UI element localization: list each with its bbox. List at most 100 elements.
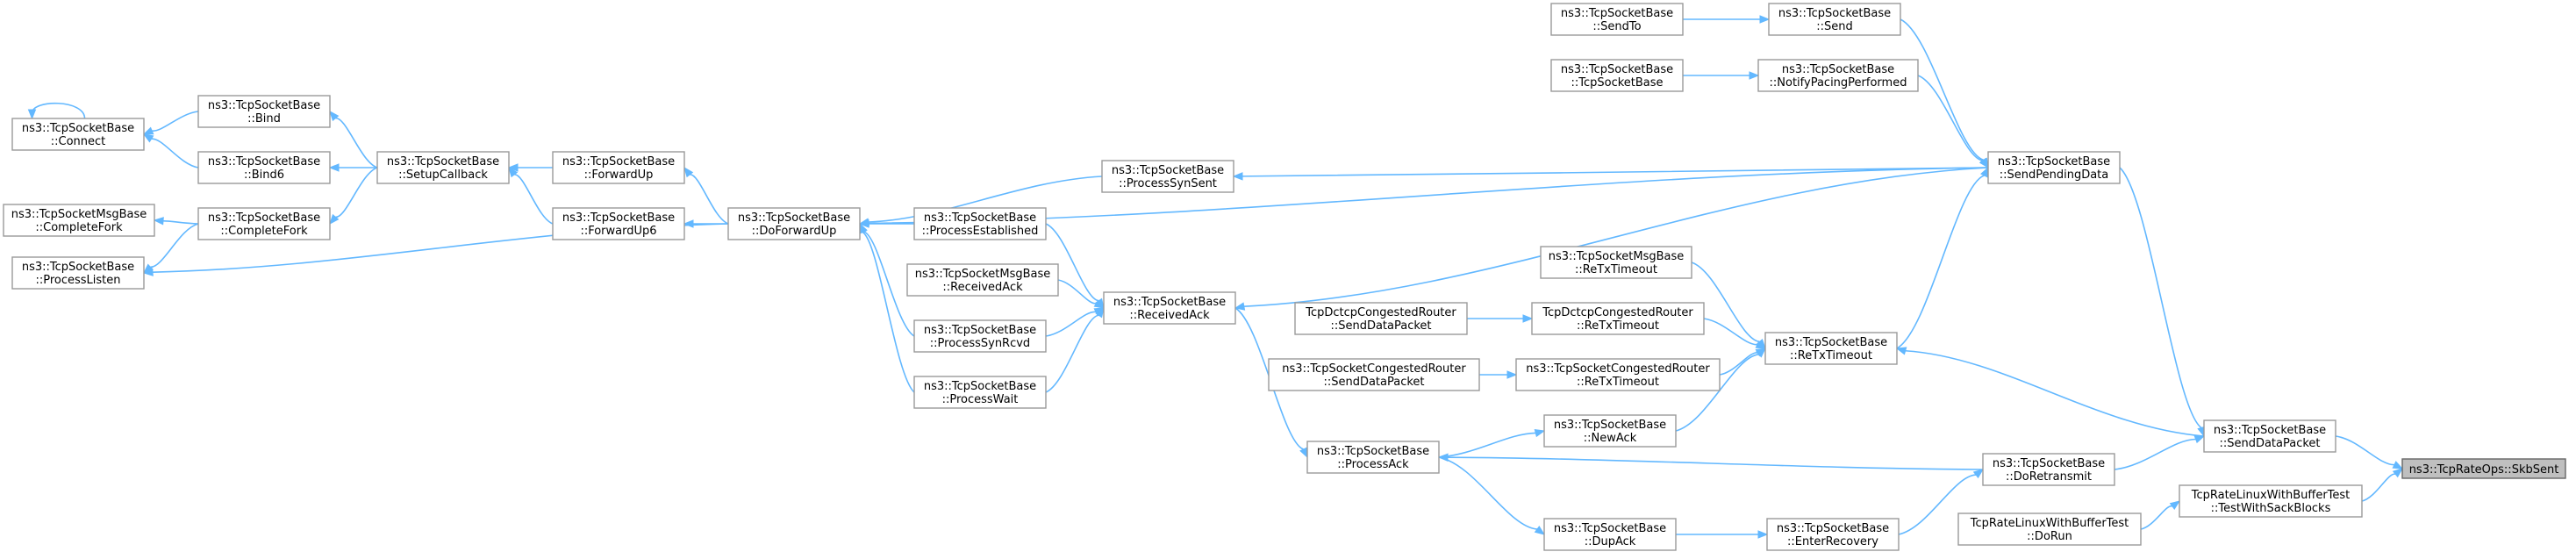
node-processack[interactable]: ns3::TcpSocketBase::ProcessAck	[1306, 441, 1440, 474]
node-label: ::SendPendingData	[2000, 168, 2109, 182]
node-senddatapacket[interactable]: ns3::TcpSocketBase::SendDataPacket	[2203, 419, 2336, 453]
node-testwithsack[interactable]: TcpRateLinuxWithBufferTest::TestWithSack…	[2179, 484, 2363, 518]
edge-line	[1241, 167, 1989, 177]
edge-processack-to-dupack	[1438, 456, 1546, 535]
edge-line	[2119, 167, 2202, 429]
node-sendto[interactable]: ns3::TcpSocketBase::SendTo	[1550, 3, 1684, 36]
edge-tcpsb-to-notifypacing	[1682, 71, 1760, 80]
node-label: TcpDctcpCongestedRouter	[1542, 306, 1693, 319]
node-label: ::ForwardUp	[584, 168, 654, 182]
node-box	[11, 118, 145, 151]
node-completefork[interactable]: ns3::TcpSocketBase::CompleteFork	[197, 207, 331, 240]
node-box	[197, 207, 331, 240]
node-box	[913, 376, 1047, 409]
edge-setupcallback-to-bind6	[328, 163, 377, 172]
node-box	[1757, 59, 1919, 92]
node-forwardup6[interactable]: ns3::TcpSocketBase::ForwardUp6	[552, 207, 685, 240]
node-label: ::ReTxTimeout	[1577, 376, 1659, 389]
node-label: ::Bind	[247, 112, 281, 125]
node-label: ::ProcessWait	[942, 393, 1019, 406]
node-box	[197, 95, 331, 128]
node-layer: ns3::TcpRateOps::SkbSentns3::TcpSocketBa…	[3, 3, 2566, 551]
edge-enterrecovery-to-dortx	[1898, 469, 1985, 535]
node-doforwardup[interactable]: ns3::TcpSocketBase::DoForwardUp	[727, 207, 861, 240]
node-msgcompletefork[interactable]: ns3::TcpSocketMsgBase::CompleteFork	[3, 204, 155, 237]
node-label: ::DupAck	[1585, 535, 1636, 548]
edge-arrowhead	[142, 133, 154, 143]
node-box	[2203, 419, 2336, 453]
edge-line	[1703, 318, 1758, 346]
node-label: ::Send	[1816, 20, 1853, 33]
node-congretx[interactable]: ns3::TcpSocketCongestedRouter::ReTxTimeo…	[1515, 358, 1721, 391]
node-processwait[interactable]: ns3::TcpSocketBase::ProcessWait	[913, 376, 1047, 409]
node-box	[1550, 59, 1684, 92]
node-label: ::EnterRecovery	[1787, 535, 1878, 548]
node-box	[2179, 484, 2363, 518]
node-dortx[interactable]: ns3::TcpSocketBase::DoRetransmit	[1982, 453, 2115, 486]
edge-dorun-to-testwithsack	[2140, 500, 2181, 530]
node-dctcpsend[interactable]: TcpDctcpCongestedRouter::SendDataPacket	[1294, 302, 1468, 335]
node-congsend[interactable]: ns3::TcpSocketCongestedRouter::SendDataP…	[1268, 358, 1480, 391]
node-dorun[interactable]: TcpRateLinuxWithBufferTest::DoRun	[1957, 512, 2142, 546]
node-connect[interactable]: ns3::TcpSocketBase::Connect	[11, 118, 145, 151]
edge-line	[1438, 432, 1536, 458]
node-box	[1294, 302, 1468, 335]
node-label: ns3::TcpSocketBase	[22, 261, 134, 274]
node-label: ::DoForwardUp	[752, 225, 837, 238]
node-box	[552, 151, 685, 184]
node-bind6[interactable]: ns3::TcpSocketBase::Bind6	[197, 151, 331, 184]
node-box	[1531, 302, 1705, 335]
node-send[interactable]: ns3::TcpSocketBase::Send	[1768, 3, 1901, 36]
edge-processsynrcvd-to-receivedack	[1045, 307, 1106, 337]
node-box	[906, 263, 1059, 297]
edge-processest-to-receivedack	[1045, 223, 1105, 310]
node-enterrecovery[interactable]: ns3::TcpSocketBase::EnterRecovery	[1766, 518, 1900, 551]
node-label: ::NotifyPacingPerformed	[1770, 76, 1907, 90]
edge-line	[335, 167, 378, 219]
edge-dortx-to-processack	[1437, 453, 1984, 470]
node-skbsent[interactable]: ns3::TcpRateOps::SkbSent	[2401, 458, 2566, 479]
edge-sendto-to-send	[1683, 15, 1771, 24]
edge-forwardup6-to-setupcallback	[508, 166, 554, 225]
node-sendpending[interactable]: ns3::TcpSocketBase::SendPendingData	[1987, 151, 2121, 184]
node-msgretx[interactable]: ns3::TcpSocketMsgBase::ReTxTimeout	[1540, 246, 1692, 279]
node-forwardup[interactable]: ns3::TcpSocketBase::ForwardUp	[552, 151, 685, 184]
node-label: ::TcpSocketBase	[1571, 76, 1663, 90]
edge-bind6-to-connect	[142, 133, 199, 168]
edge-congsend-to-congretx	[1479, 370, 1518, 379]
node-dupack[interactable]: ns3::TcpSocketBase::DupAck	[1543, 518, 1677, 551]
node-label: ::ProcessAck	[1337, 458, 1409, 471]
node-notifypacing[interactable]: ns3::TcpSocketBase::NotifyPacingPerforme…	[1757, 59, 1919, 92]
edge-line	[2114, 438, 2196, 470]
edge-doforwardup-to-forwardup6	[683, 219, 728, 228]
node-setupcallback[interactable]: ns3::TcpSocketBase::SetupCallback	[376, 151, 510, 184]
node-tcpsb[interactable]: ns3::TcpSocketBase::TcpSocketBase	[1550, 59, 1684, 92]
node-label: ns3::TcpSocketBase	[924, 380, 1036, 393]
edge-arrowhead	[1759, 15, 1771, 24]
edge-arrowhead	[1757, 530, 1769, 539]
node-dctcpretx[interactable]: TcpDctcpCongestedRouter::ReTxTimeout	[1531, 302, 1705, 335]
node-processest[interactable]: ns3::TcpSocketBase::ProcessEstablished	[913, 207, 1047, 240]
node-label: ::TestWithSackBlocks	[2211, 502, 2331, 515]
edge-arrowhead	[329, 213, 340, 226]
node-label: ::ReceivedAck	[942, 281, 1023, 294]
edge-line	[1898, 474, 1977, 535]
node-box	[1268, 358, 1480, 391]
edge-doforwardup-to-forwardup	[683, 166, 729, 225]
edge-line	[1719, 352, 1758, 376]
node-processsynrcvd[interactable]: ns3::TcpSocketBase::ProcessSynRcvd	[913, 319, 1047, 353]
node-processsynsent[interactable]: ns3::TcpSocketBase::ProcessSynSent	[1101, 160, 1234, 193]
node-receivedack[interactable]: ns3::TcpSocketBase::ReceivedAck	[1103, 291, 1236, 325]
node-processlisten[interactable]: ns3::TcpSocketBase::ProcessListen	[11, 256, 145, 290]
node-label: ns3::TcpSocketCongestedRouter	[1526, 362, 1710, 376]
edge-retx-to-sendpending	[1896, 166, 1989, 349]
edge-line	[1057, 279, 1097, 305]
node-label: ns3::TcpSocketBase	[1775, 336, 1887, 349]
node-retx[interactable]: ns3::TcpSocketBase::ReTxTimeout	[1764, 332, 1898, 365]
node-msgreceivedack[interactable]: ns3::TcpSocketMsgBase::ReceivedAck	[906, 263, 1059, 297]
node-bind[interactable]: ns3::TcpSocketBase::Bind	[197, 95, 331, 128]
node-label: ns3::TcpSocketBase	[562, 155, 675, 168]
node-newack[interactable]: ns3::TcpSocketBase::NewAck	[1543, 414, 1677, 448]
node-label: ns3::TcpSocketBase	[208, 155, 320, 168]
